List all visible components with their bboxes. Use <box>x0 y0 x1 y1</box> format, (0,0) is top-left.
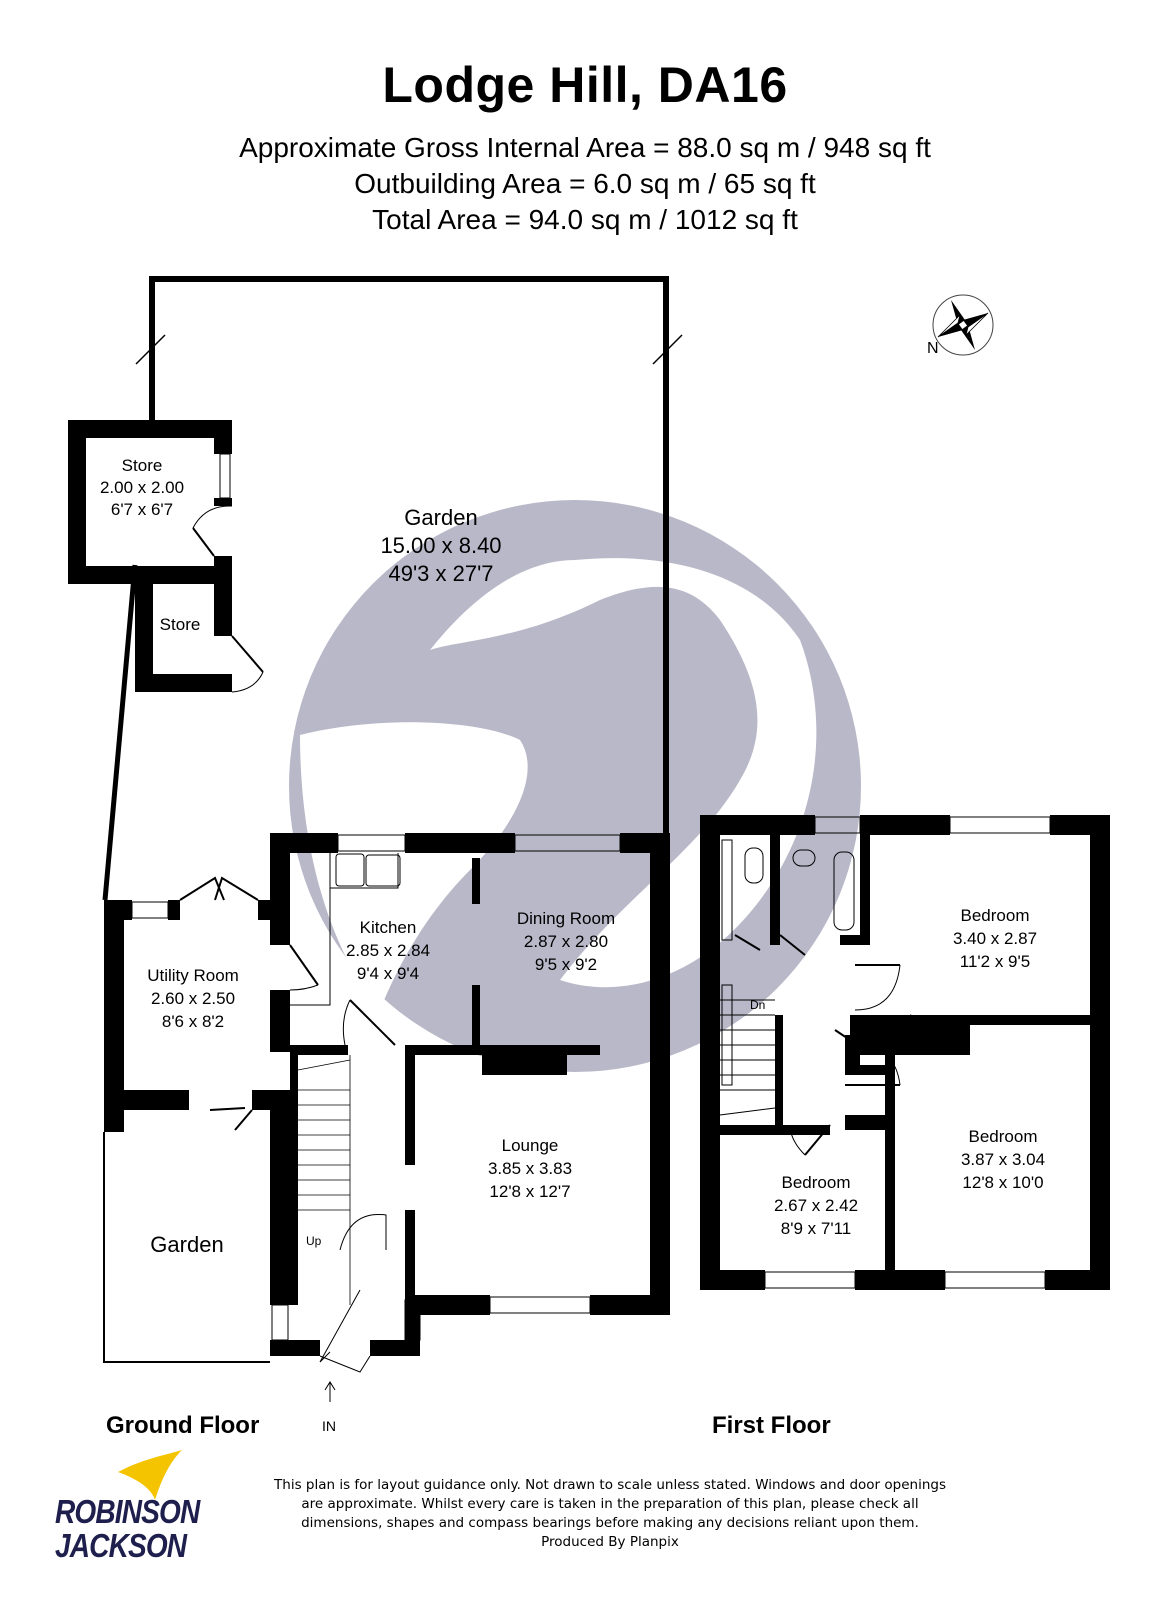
entrance-label: IN <box>322 1418 336 1434</box>
disclaimer: This plan is for layout guidance only. N… <box>230 1476 990 1552</box>
disclaimer-line: dimensions, shapes and compass bearings … <box>301 1515 919 1531</box>
compass-rose-icon <box>932 294 994 356</box>
room-size-metric: 2.60 x 2.50 <box>150 989 236 1008</box>
outbuilding-area: Outbuilding Area = 6.0 sq m / 65 sq ft <box>354 168 816 199</box>
logo-bird-icon <box>118 1450 182 1500</box>
room-size-metric: 2.67 x 2.42 <box>773 1196 859 1215</box>
room-name: Utility Room <box>147 966 239 985</box>
room-store-2: Store <box>160 613 201 637</box>
room-size-metric: 15.00 x 8.40 <box>380 533 502 558</box>
room-utility: Utility Room 2.60 x 2.50 8'6 x 8'2 <box>147 964 239 1033</box>
ground-floor-label: Ground Floor <box>106 1412 260 1439</box>
robinson-jackson-logo: ROBINSON JACKSON <box>55 1495 225 1563</box>
room-bedroom-3: Bedroom 2.67 x 2.42 8'9 x 7'11 <box>774 1171 858 1240</box>
room-bedroom-2: Bedroom 3.87 x 3.04 12'8 x 10'0 <box>961 1125 1045 1194</box>
room-name: Dining Room <box>516 909 616 928</box>
store-outbuilding <box>68 420 232 692</box>
room-bedroom-1: Bedroom 3.40 x 2.87 11'2 x 9'5 <box>953 904 1037 973</box>
room-dining: Dining Room 2.87 x 2.80 9'5 x 9'2 <box>517 907 615 976</box>
room-size-metric: 2.00 x 2.00 <box>99 478 185 497</box>
stairs-down-label: Dn <box>750 998 766 1012</box>
room-size-metric: 3.40 x 2.87 <box>952 929 1038 948</box>
room-size-imperial: 9'4 x 9'4 <box>356 964 420 983</box>
room-lounge: Lounge 3.85 x 3.83 12'8 x 12'7 <box>488 1134 572 1203</box>
room-size-metric: 2.87 x 2.80 <box>523 932 609 951</box>
room-garden-large: Garden 15.00 x 8.40 49'3 x 27'7 <box>380 504 501 588</box>
room-size-imperial: 49'3 x 27'7 <box>388 561 494 586</box>
stairs-up-label: Up <box>306 1234 322 1248</box>
room-name: Bedroom <box>960 906 1030 925</box>
room-size-imperial: 11'2 x 9'5 <box>959 952 1031 971</box>
room-name: Garden <box>404 505 478 530</box>
room-name: Store <box>121 456 163 475</box>
total-area: Total Area = 94.0 sq m / 1012 sq ft <box>372 204 798 235</box>
logo-line-2: JACKSON <box>55 1527 187 1564</box>
room-size-metric: 2.85 x 2.84 <box>345 941 431 960</box>
room-kitchen: Kitchen 2.85 x 2.84 9'4 x 9'4 <box>346 916 430 985</box>
room-size-imperial: 8'6 x 8'2 <box>161 1012 225 1031</box>
page-title: Lodge Hill, DA16 <box>382 57 788 113</box>
room-size-metric: 3.85 x 3.83 <box>487 1159 573 1178</box>
room-size-imperial: 6'7 x 6'7 <box>110 500 174 519</box>
room-name: Lounge <box>501 1136 559 1155</box>
room-size-imperial: 9'5 x 9'2 <box>534 955 598 974</box>
gross-internal-area: Approximate Gross Internal Area = 88.0 s… <box>239 132 931 163</box>
compass-north-label: N <box>927 340 939 357</box>
room-store-1: Store 2.00 x 2.00 6'7 x 6'7 <box>100 455 184 521</box>
ground-floor-walls <box>104 833 670 1356</box>
disclaimer-line: are approximate. Whilst every care is ta… <box>301 1496 919 1512</box>
room-name: Bedroom <box>781 1173 851 1192</box>
room-size-metric: 3.87 x 3.04 <box>960 1150 1046 1169</box>
logo-line-1: ROBINSON <box>55 1493 200 1530</box>
room-garden-small: Garden <box>150 1233 223 1257</box>
first-floor-walls <box>700 815 1110 1290</box>
room-size-imperial: 8'9 x 7'11 <box>780 1219 852 1238</box>
room-name: Garden <box>150 1232 224 1257</box>
room-name: Kitchen <box>359 918 417 937</box>
first-floor-label: First Floor <box>712 1412 831 1439</box>
garden-outline <box>102 276 683 901</box>
watermark-logo-icon <box>289 500 861 1072</box>
produced-by: Produced By Planpix <box>541 1534 679 1550</box>
room-name: Store <box>159 615 201 634</box>
room-size-imperial: 12'8 x 12'7 <box>489 1182 571 1201</box>
room-name: Bedroom <box>968 1127 1038 1146</box>
room-size-imperial: 12'8 x 10'0 <box>962 1173 1044 1192</box>
disclaimer-line: This plan is for layout guidance only. N… <box>274 1477 946 1493</box>
